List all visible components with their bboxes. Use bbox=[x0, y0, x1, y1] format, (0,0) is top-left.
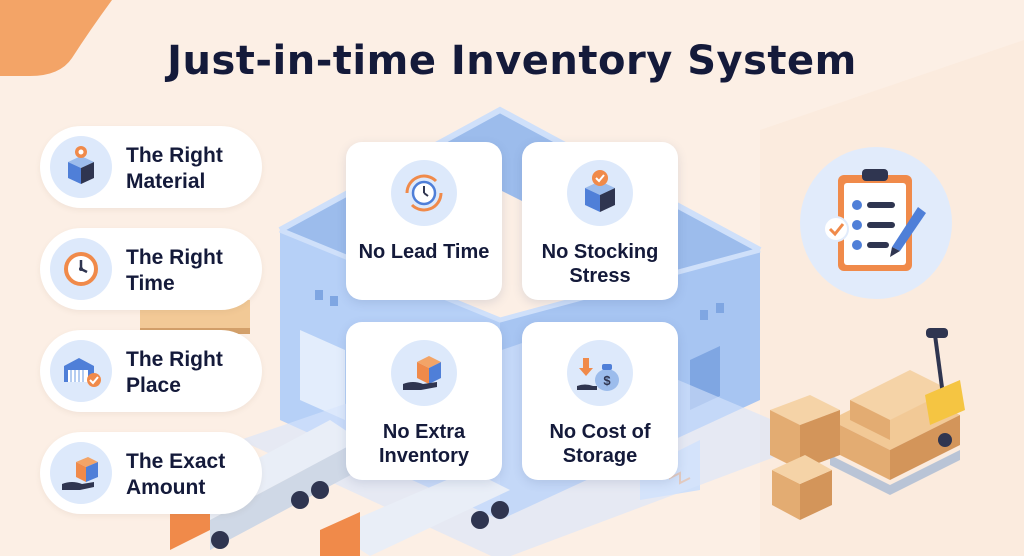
box-gear-icon bbox=[50, 136, 112, 198]
benefit-label: No Cost of Storage bbox=[549, 421, 651, 467]
benefit-no-stocking-stress: No Stocking Stress bbox=[522, 142, 678, 300]
principle-label: The Right Place bbox=[126, 348, 223, 397]
principle-right-material: The Right Material bbox=[40, 126, 262, 208]
benefit-label: No Stocking Stress bbox=[541, 241, 659, 287]
box-check-icon bbox=[567, 160, 633, 226]
principle-right-place: The Right Place bbox=[40, 330, 262, 412]
page-title: Just-in-time Inventory System bbox=[167, 38, 857, 84]
clipboard-checklist-icon bbox=[800, 147, 952, 299]
principle-exact-amount: The Exact Amount bbox=[40, 432, 262, 514]
principle-label: The Right Material bbox=[126, 144, 223, 193]
benefit-no-cost-of-storage: $ No Cost of Storage bbox=[522, 322, 678, 480]
benefit-label: No Extra Inventory bbox=[378, 421, 470, 467]
benefit-no-lead-time: No Lead Time bbox=[346, 142, 502, 300]
hand-box-icon bbox=[391, 340, 457, 406]
pallet-jack-illustration bbox=[770, 328, 965, 520]
clock-icon bbox=[50, 238, 112, 300]
hand-boxes-icon bbox=[50, 442, 112, 504]
principle-label: The Right Time bbox=[126, 246, 223, 295]
clock-refresh-icon bbox=[391, 160, 457, 226]
svg-text:$: $ bbox=[603, 373, 611, 388]
warehouse-check-icon bbox=[50, 340, 112, 402]
money-bag-icon: $ bbox=[567, 340, 633, 406]
principle-label: The Exact Amount bbox=[126, 450, 226, 499]
benefit-no-extra-inventory: No Extra Inventory bbox=[346, 322, 502, 480]
principle-right-time: The Right Time bbox=[40, 228, 262, 310]
benefit-label: No Lead Time bbox=[358, 241, 490, 263]
truck-illustration-2 bbox=[320, 470, 510, 556]
